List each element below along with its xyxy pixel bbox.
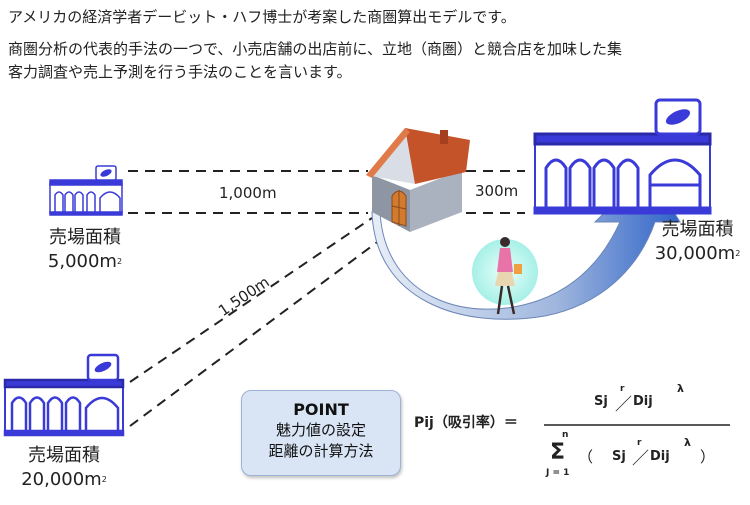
- point-line-2: 距離の計算方法: [268, 442, 374, 460]
- large-store-icon: [533, 98, 712, 215]
- intro-paragraph: 商圏分析の代表的手法の一つで、小売店舗の出店前に、立地（商圏）と競合店を加味した…: [8, 38, 622, 84]
- formula-denominator-dij: Dij: [650, 449, 670, 464]
- formula-denominator-slash: ／: [632, 449, 649, 469]
- medium-store-title: 売場面積: [28, 445, 100, 466]
- shopper-icon: [472, 237, 538, 315]
- formula-sigma-bottom: J = 1: [546, 468, 570, 478]
- formula-numerator-slash: ／: [615, 395, 632, 415]
- large-store-title: 売場面積: [661, 219, 734, 240]
- point-line-1: 魅力値の設定: [275, 421, 366, 439]
- line-medium-bottom: [129, 239, 381, 427]
- small-store-label: 売場面積 5,000m2: [40, 226, 130, 274]
- flow-arrow: [371, 169, 681, 320]
- distance-large: 300m: [475, 182, 519, 200]
- distance-lines: [128, 170, 525, 427]
- formula-numerator-dij: Dij: [633, 394, 653, 409]
- medium-store-area: 20,000m: [21, 469, 102, 490]
- formula-paren-close: ）: [700, 448, 716, 466]
- small-store-area: 5,000m: [47, 251, 117, 272]
- formula-denominator-lambda: λ: [684, 436, 691, 449]
- formula-denominator-sj: Sj: [612, 449, 626, 464]
- medium-store-label: 売場面積 20,000m2: [14, 444, 114, 492]
- formula-numerator-lambda: λ: [677, 382, 684, 395]
- house-icon: [366, 128, 470, 232]
- line-medium-top: [129, 217, 373, 383]
- formula-sigma: Σ: [550, 440, 566, 465]
- formula-sigma-top: n: [562, 430, 569, 440]
- small-store-icon: [49, 165, 123, 216]
- point-title: POINT: [293, 400, 349, 419]
- small-store-title: 売場面積: [49, 227, 121, 248]
- intro-line-1: アメリカの経済学者デービット・ハフ博士が考案した商圏算出モデルです。: [8, 8, 516, 26]
- medium-store-icon: [3, 353, 125, 437]
- distance-small: 1,000m: [219, 184, 277, 202]
- formula-numerator-sj: Sj: [594, 394, 608, 409]
- large-store-unit-sup: 2: [735, 249, 741, 258]
- formula-numerator-r: r: [620, 384, 625, 394]
- formula-denominator-r: r: [637, 438, 642, 448]
- small-store-unit-sup: 2: [116, 257, 123, 266]
- large-store-label: 売場面積 30,000m2: [645, 218, 750, 266]
- intro-line-2: 商圏分析の代表的手法の一つで、小売店舗の出店前に、立地（商圏）と競合店を加味した…: [8, 40, 622, 58]
- intro-line-3: 客力調査や売上予測を行う手法のことを言います。: [8, 63, 352, 81]
- formula-lhs: Pij（吸引率）＝: [414, 415, 518, 431]
- medium-store-unit-sup: 2: [101, 475, 107, 484]
- formula-paren-open: （: [578, 448, 594, 466]
- point-box: POINT 魅力値の設定 距離の計算方法: [241, 390, 401, 476]
- large-store-area: 30,000m: [654, 243, 736, 264]
